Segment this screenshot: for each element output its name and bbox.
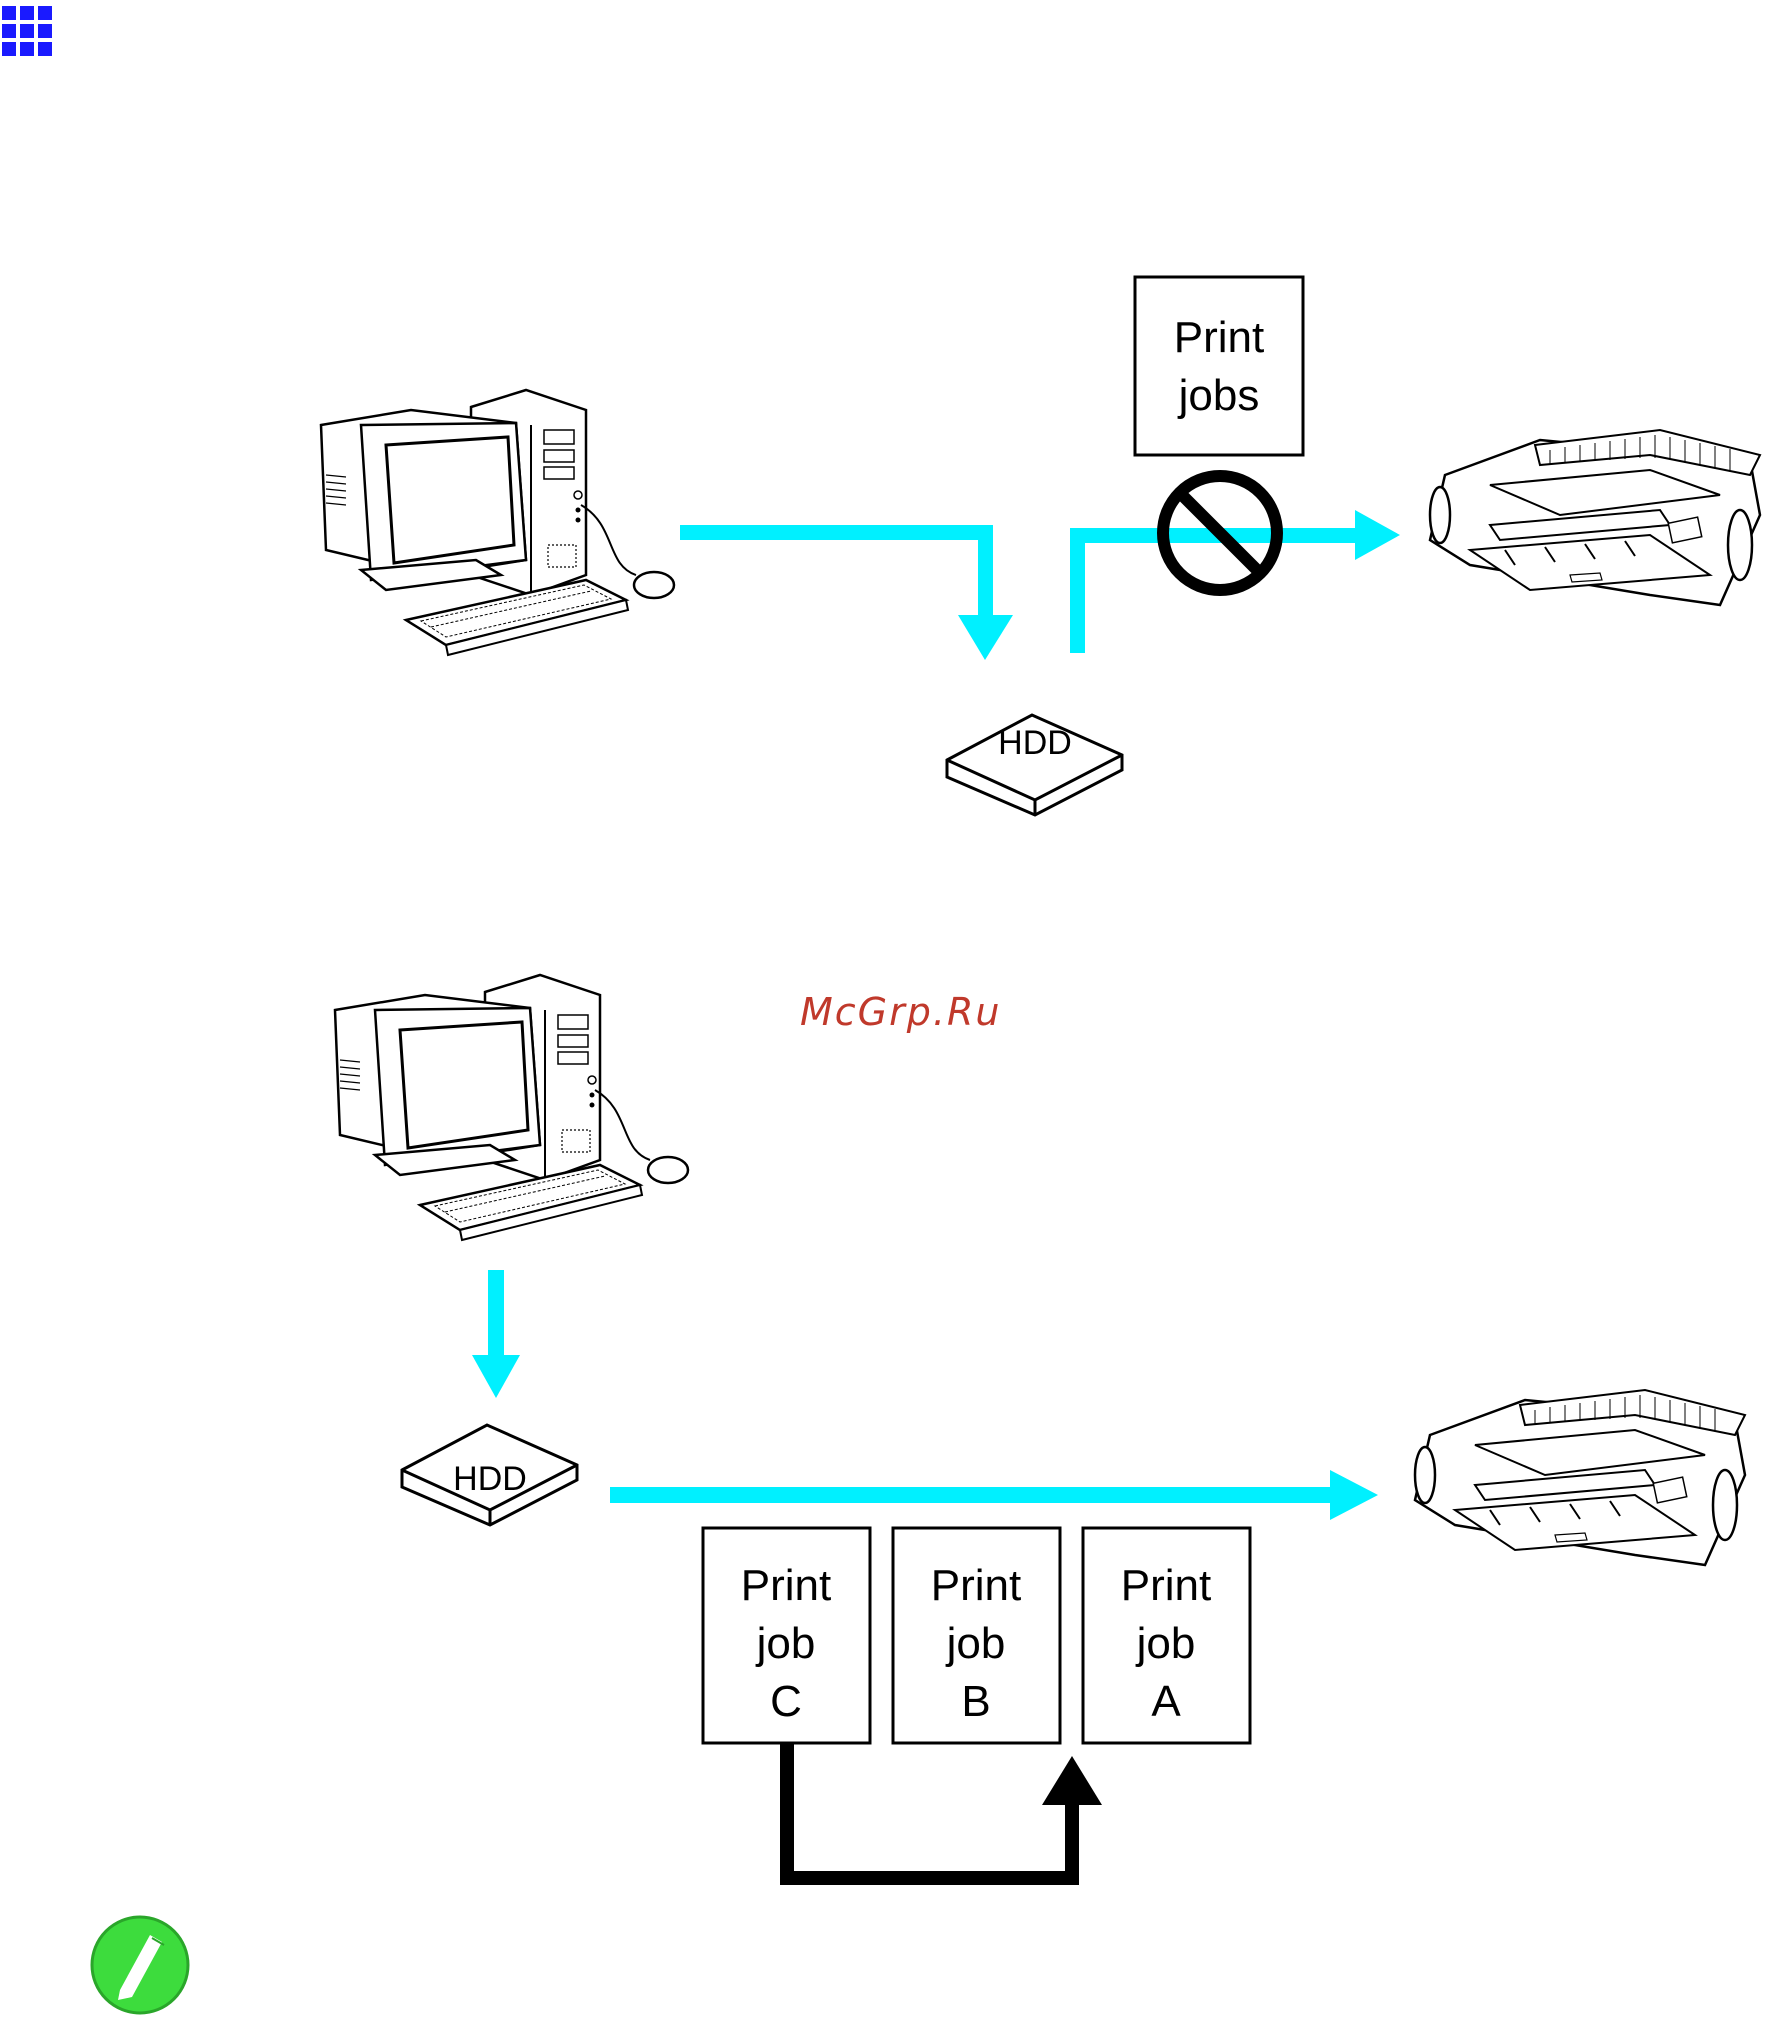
hdd-label: HDD: [998, 724, 1072, 762]
watermark: McGrp.Ru: [800, 990, 1001, 1034]
print-job-box-c: Print job C: [703, 1528, 870, 1743]
computer-icon: [335, 975, 688, 1240]
print-jobs-box: Print jobs: [1135, 277, 1303, 455]
flow-arrow-to-hdd: [680, 525, 1013, 660]
print-job-line1: Print: [931, 1561, 1021, 1610]
printer-icon: [1415, 1390, 1745, 1565]
printer-icon: [1430, 430, 1760, 605]
print-job-line2: job: [1135, 1619, 1196, 1668]
reorder-arrow: [787, 1743, 1102, 1878]
computer-icon: [321, 390, 674, 655]
flow-arrow-to-hdd: [472, 1270, 520, 1398]
print-job-line3: C: [770, 1677, 802, 1726]
flow-arrow-to-printer: [1070, 510, 1400, 653]
print-jobs-label-line1: Print: [1174, 313, 1264, 362]
print-job-box-b: Print job B: [893, 1528, 1060, 1743]
print-job-line2: job: [945, 1619, 1006, 1668]
print-jobs-label-line2: jobs: [1177, 371, 1260, 420]
print-job-line3: B: [961, 1677, 990, 1726]
grid-icon: [2, 6, 52, 56]
flow-arrow-to-printer: [610, 1470, 1378, 1520]
diagram-bottom: HDD Print job C Print job B Print job A: [335, 975, 1745, 1878]
hdd-label: HDD: [453, 1460, 527, 1498]
print-job-line1: Print: [1121, 1561, 1211, 1610]
note-pencil-icon: [92, 1917, 188, 2013]
print-job-line3: A: [1151, 1677, 1181, 1726]
print-job-line1: Print: [741, 1561, 831, 1610]
print-job-box-a: Print job A: [1083, 1528, 1250, 1743]
diagram-top: HDD Print jobs: [321, 277, 1760, 815]
print-job-line2: job: [755, 1619, 816, 1668]
